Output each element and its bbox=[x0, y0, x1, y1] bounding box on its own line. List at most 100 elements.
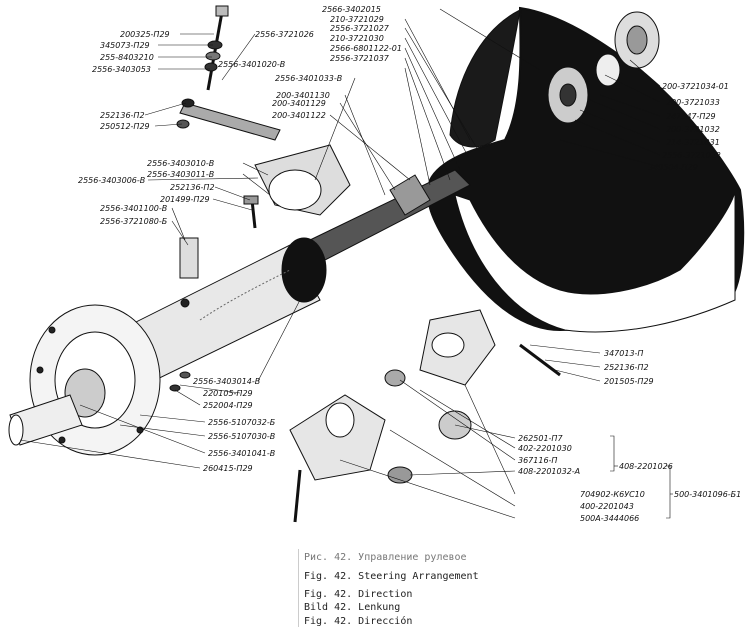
shaft-spline bbox=[389, 174, 431, 216]
washer-3 bbox=[176, 119, 190, 129]
yoke-lower bbox=[289, 394, 386, 481]
label-2566-6801122: 2566-6801122-01 bbox=[330, 44, 402, 53]
shaft-stub-end bbox=[8, 414, 24, 446]
label-201499: 201499-П29 bbox=[160, 195, 210, 204]
label-2556-3401100: 2556-3401100-В bbox=[100, 204, 168, 213]
label-500-3401096: 500-3401096-Б1 bbox=[674, 490, 742, 499]
label-2556-5107030: 2556-5107030-В bbox=[208, 432, 276, 441]
label-255-8403210: 255-8403210 bbox=[100, 53, 154, 62]
clamp-bolts bbox=[179, 195, 259, 279]
caption-en: Fig. 42. Steering Arrangement bbox=[304, 571, 479, 582]
caption-rule bbox=[298, 549, 299, 627]
label-2556-3403011: 2556-3403011-В bbox=[147, 170, 215, 179]
clamp-strap bbox=[179, 102, 281, 141]
wheel-spoke-upper bbox=[449, 9, 521, 148]
label-2556-3721037: 2556-3721037 bbox=[330, 54, 389, 63]
lower-bolt bbox=[293, 469, 302, 523]
nut-1 bbox=[204, 62, 218, 72]
column-hole bbox=[180, 298, 190, 308]
yoke-lower-eye bbox=[325, 402, 355, 438]
column-hatch bbox=[199, 269, 291, 321]
label-2556-3721027: 2556-3721027 bbox=[330, 24, 389, 33]
label-2556-3403010: 2556-3403010-В bbox=[147, 159, 215, 168]
horn-assembly bbox=[547, 11, 660, 124]
caption-de: Bild 42. Lenkung bbox=[304, 602, 401, 613]
flange-bolt-3 bbox=[58, 436, 66, 444]
contact-plate bbox=[595, 53, 621, 87]
label-367116: 367116-П bbox=[518, 456, 558, 465]
steering-column-tube bbox=[119, 237, 327, 386]
label-250512: 250512-П29 bbox=[100, 122, 150, 131]
label-2556-3721080: 2556-3721080-Б bbox=[100, 217, 168, 226]
label-2556-3403053: 2556-3403053 bbox=[92, 65, 151, 74]
label-2556-3403014: 2556-3403014-В bbox=[193, 377, 261, 386]
caption-ru: Рис. 42. Управление рулевое bbox=[304, 552, 467, 563]
label-200-3721034: 200-3721034-01 bbox=[662, 82, 729, 91]
label-252136-c: 252136-П2 bbox=[604, 363, 649, 372]
label-260415: 260415-П29 bbox=[203, 464, 253, 473]
label-214-3721031: 214-3721031 bbox=[666, 138, 720, 147]
label-704902: 704902-К6УС10 bbox=[580, 490, 645, 499]
label-2556-3721026: 2556-3721026 bbox=[255, 30, 314, 39]
label-347013: 347013-П bbox=[604, 349, 644, 358]
label-201505: 201505-П29 bbox=[604, 377, 654, 386]
spider-bearing bbox=[384, 369, 406, 387]
label-2556-3401033: 2556-3401033-В bbox=[275, 74, 343, 83]
label-200-3721032: 200-3721032 bbox=[666, 125, 720, 134]
label-500a-3444066: 500А-3444066 bbox=[580, 514, 640, 523]
flange-hub bbox=[64, 368, 106, 418]
clamp-bore bbox=[268, 169, 322, 211]
flange-bolt-2 bbox=[36, 366, 44, 374]
label-262501: 262501-П7 bbox=[518, 434, 563, 443]
yoke-upper-eye bbox=[431, 332, 465, 358]
label-2556-3721022: 2556-3721022 bbox=[662, 151, 721, 160]
label-220105: 220105-П29 bbox=[203, 389, 253, 398]
seal-ring bbox=[387, 466, 413, 484]
label-2566-3402015: 2566-3402015 bbox=[322, 5, 381, 14]
horn-cap-center bbox=[626, 25, 648, 55]
label-252136-a: 252136-П2 bbox=[100, 111, 145, 120]
label-408-2201026: 408-2201026 bbox=[619, 462, 673, 471]
bushing bbox=[179, 237, 199, 279]
label-400-2201043: 400-2201043 bbox=[580, 502, 634, 511]
pinch-bolt bbox=[519, 343, 561, 377]
flange-bolt-1 bbox=[48, 326, 56, 334]
label-200-3401129: 200-3401129 bbox=[272, 99, 326, 108]
wheel-inner-opening bbox=[454, 191, 736, 333]
clamp-bolt bbox=[250, 199, 257, 229]
column-upper-bearing bbox=[281, 237, 327, 303]
small-fasteners bbox=[169, 371, 191, 392]
caption-es: Fig. 42. Dirección bbox=[304, 616, 413, 627]
label-402-2201030: 402-2201030 bbox=[518, 444, 572, 453]
nut-2 bbox=[181, 98, 195, 108]
label-345073: 345073-П29 bbox=[100, 41, 150, 50]
label-2556-3401041: 2556-3401041-В bbox=[208, 449, 276, 458]
fastener-1 bbox=[169, 384, 181, 392]
label-2556-5107032: 2556-5107032-Б bbox=[208, 418, 276, 427]
label-200325: 200325-П29 bbox=[120, 30, 170, 39]
fastener-2 bbox=[179, 371, 191, 379]
label-2556-3401020: 2556-3401020-В bbox=[218, 60, 286, 69]
caption-fr: Fig. 42. Direction bbox=[304, 589, 413, 600]
label-247547: 247547-П29 bbox=[666, 112, 716, 121]
label-210-3721030: 210-3721030 bbox=[330, 34, 384, 43]
label-210-3721029: 210-3721029 bbox=[330, 15, 384, 24]
label-200-3401122: 200-3401122 bbox=[272, 111, 326, 120]
bolt-head bbox=[215, 5, 229, 17]
long-bolt bbox=[206, 11, 224, 91]
leader-lines bbox=[19, 8, 673, 519]
universal-joint bbox=[289, 309, 561, 523]
steering-wheel bbox=[427, 6, 745, 333]
label-349504: 349504-П29 bbox=[648, 163, 698, 172]
label-200-3401130: 200-3401130 bbox=[276, 91, 330, 100]
clamp-bolt-head bbox=[243, 195, 259, 205]
steering-shaft bbox=[309, 169, 471, 261]
hub-bore bbox=[559, 83, 577, 107]
column-clamp bbox=[179, 102, 351, 216]
label-2556-3403006: 2556-3403006-В bbox=[78, 176, 146, 185]
label-200-3721033: 200-3721033 bbox=[666, 98, 720, 107]
mounting-flange bbox=[8, 304, 161, 456]
washer-2 bbox=[205, 51, 221, 61]
